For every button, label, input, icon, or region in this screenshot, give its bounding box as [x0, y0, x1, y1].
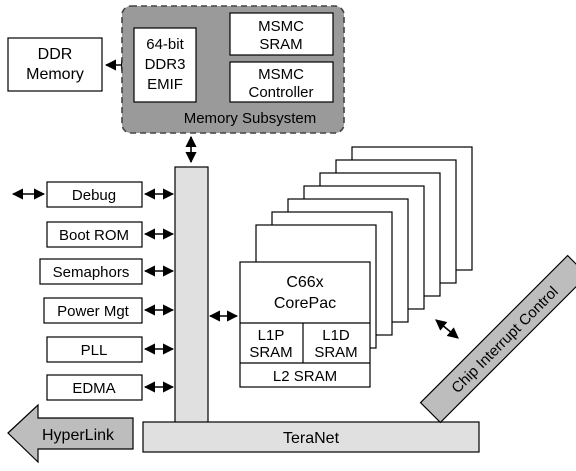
interrupt-arrow [435, 319, 459, 339]
l1d-label-line1: L1D [322, 327, 350, 344]
teranet-bar: TeraNet [142, 421, 480, 453]
peripheral-label: EDMA [72, 380, 115, 397]
corepac-title-line1: C66x [286, 274, 323, 291]
ddr-memory-block: DDR Memory [7, 37, 103, 92]
l2-sram-label: L2 SRAM [273, 368, 337, 385]
emif-label-line3: EMIF [147, 76, 183, 93]
peripheral-label: Boot ROM [59, 227, 129, 244]
emif-label-line1: 64-bit [146, 36, 184, 53]
msmc-controller-label-line1: MSMC [258, 66, 304, 83]
memory-subsystem: 64-bit DDR3 EMIF MSMC SRAM MSMC Controll… [121, 5, 345, 134]
peripheral-label: PLL [81, 342, 108, 359]
corepac-title-line2: CorePac [274, 295, 336, 312]
msmc-controller-label-line2: Controller [248, 84, 313, 101]
peripheral-label: Semaphors [53, 264, 130, 281]
chip-interrupt-control-label: Chip Interrupt Control [448, 283, 561, 396]
ddr-memory-label-line2: Memory [26, 66, 84, 83]
hyperlink-label: HyperLink [42, 427, 115, 444]
l1p-label-line2: SRAM [249, 344, 292, 361]
l1p-label-line1: L1P [258, 327, 285, 344]
msmc-sram-label-line1: MSMC [258, 18, 304, 35]
l1d-label-line2: SRAM [314, 344, 357, 361]
emif-label-line2: DDR3 [145, 56, 186, 73]
peripheral-edma: EDMA [46, 374, 175, 401]
ddr-memory-label-line1: DDR [38, 46, 73, 63]
corepac-front: C66x CorePac L1P SRAM L1D SRAM L2 SRAM [239, 261, 371, 388]
msmc-sram-label-line2: SRAM [259, 36, 302, 53]
hyperlink-block: HyperLink [7, 403, 134, 464]
memory-subsystem-title: Memory Subsystem [184, 110, 317, 127]
peripheral-label: Debug [72, 187, 116, 204]
switch-fabric-bar [174, 166, 209, 431]
teranet-label: TeraNet [283, 430, 340, 447]
peripheral-power-mgt: Power Mgt [43, 297, 175, 324]
peripheral-boot-rom: Boot ROM [46, 221, 175, 248]
peripheral-debug: Debug [11, 181, 175, 208]
peripheral-label: Power Mgt [57, 303, 130, 320]
peripheral-pll: PLL [46, 336, 175, 363]
peripheral-semaphors: Semaphors [39, 258, 175, 285]
